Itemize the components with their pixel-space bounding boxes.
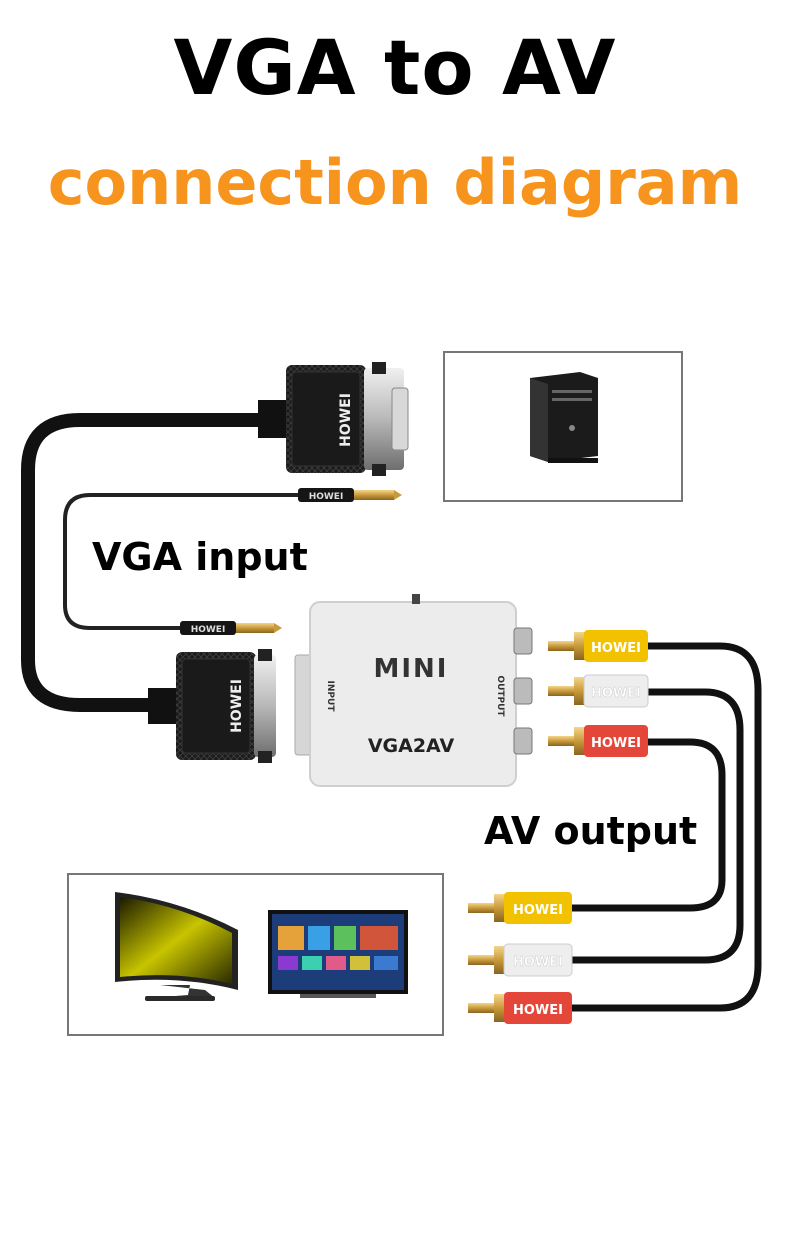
rca-plug-white-bottom: HOWEI <box>468 943 573 977</box>
monitor-icon <box>115 892 238 1001</box>
svg-text:HOWEI: HOWEI <box>513 903 563 918</box>
tv-icon <box>268 910 408 998</box>
svg-text:HOWEI: HOWEI <box>591 641 641 656</box>
adapter-output-label: OUTPUT <box>495 675 505 717</box>
vga-connector-bottom: HOWEI <box>148 649 276 763</box>
rca-plug-yellow-bottom: HOWEI <box>468 892 572 924</box>
rca-plug-red-top: HOWEI <box>548 725 648 757</box>
svg-text:HOWEI: HOWEI <box>513 1003 563 1018</box>
svg-text:HOWEI: HOWEI <box>591 736 641 751</box>
vga2av-adapter: MINI VGA2AV INPUT OUTPUT <box>294 594 533 787</box>
audio-plug-top: HOWEI <box>298 488 402 502</box>
av-output-label: AV output <box>484 809 698 853</box>
rca-cable-white <box>570 688 744 964</box>
computer-tower-icon <box>530 372 598 463</box>
vga-top-brand: HOWEI <box>338 393 354 447</box>
rca-plug-white-top: HOWEI <box>548 674 649 708</box>
svg-text:HOWEI: HOWEI <box>591 686 641 701</box>
adapter-model: VGA2AV <box>368 735 455 757</box>
title-line-1: VGA to AV <box>173 23 617 112</box>
vga-input-label: VGA input <box>92 535 308 579</box>
audio-cable <box>63 493 302 630</box>
rca-plug-red-bottom: HOWEI <box>468 992 572 1024</box>
svg-text:HOWEI: HOWEI <box>229 679 245 733</box>
svg-text:HOWEI: HOWEI <box>191 625 226 635</box>
title-line-2: connection diagram <box>47 146 743 219</box>
vga-connector-top: HOWEI <box>258 362 409 476</box>
rca-cable-red <box>570 738 726 912</box>
svg-text:HOWEI: HOWEI <box>513 955 563 970</box>
rca-plug-yellow-top: HOWEI <box>548 630 648 662</box>
adapter-input-label: INPUT <box>325 681 335 713</box>
audio-plug-bottom: HOWEI <box>180 621 282 635</box>
vga-cable <box>21 413 277 712</box>
svg-text:HOWEI: HOWEI <box>309 492 344 502</box>
rca-cable-yellow <box>570 642 762 1012</box>
adapter-brand: MINI <box>374 654 449 684</box>
